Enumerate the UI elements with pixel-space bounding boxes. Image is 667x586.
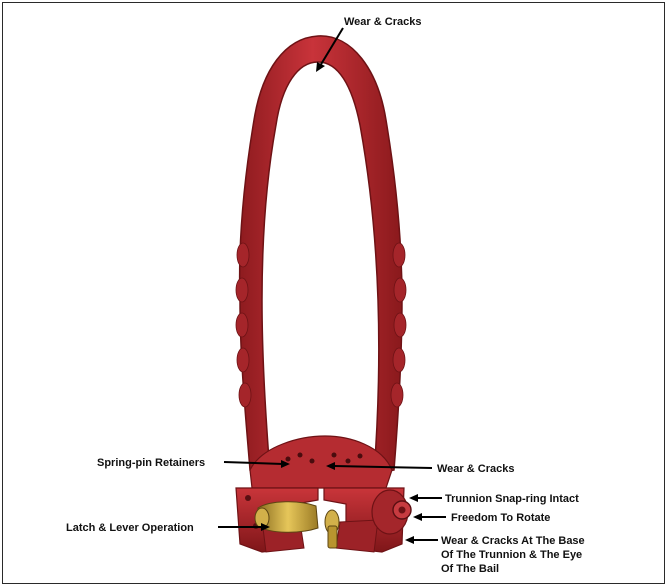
label-base-wear-line1: Wear & Cracks At The Base bbox=[441, 535, 585, 547]
trunnion-center bbox=[399, 507, 406, 514]
label-latch-lever-operation: Latch & Lever Operation bbox=[66, 522, 194, 534]
label-base-wear-line3: Of The Bail bbox=[441, 563, 499, 575]
label-trunnion-snap-ring: Trunnion Snap-ring Intact bbox=[445, 493, 579, 505]
bail-outer bbox=[240, 36, 402, 474]
block-top-plate bbox=[250, 436, 392, 488]
label-freedom-to-rotate: Freedom To Rotate bbox=[451, 512, 550, 524]
trunnion bbox=[372, 490, 411, 534]
lever-handle bbox=[328, 526, 337, 548]
label-base-wear-line2: Of The Trunnion & The Eye bbox=[441, 549, 582, 561]
bail-link bbox=[236, 36, 406, 474]
arrowhead-rotate bbox=[413, 513, 422, 521]
label-spring-pin-retainers: Spring-pin Retainers bbox=[97, 457, 205, 469]
label-top-wear: Wear & Cracks bbox=[344, 16, 421, 28]
arrowhead-base bbox=[405, 536, 414, 544]
arrowhead-snap-ring bbox=[409, 494, 418, 502]
label-block-wear: Wear & Cracks bbox=[437, 463, 514, 475]
block-right-jaw bbox=[336, 520, 378, 552]
